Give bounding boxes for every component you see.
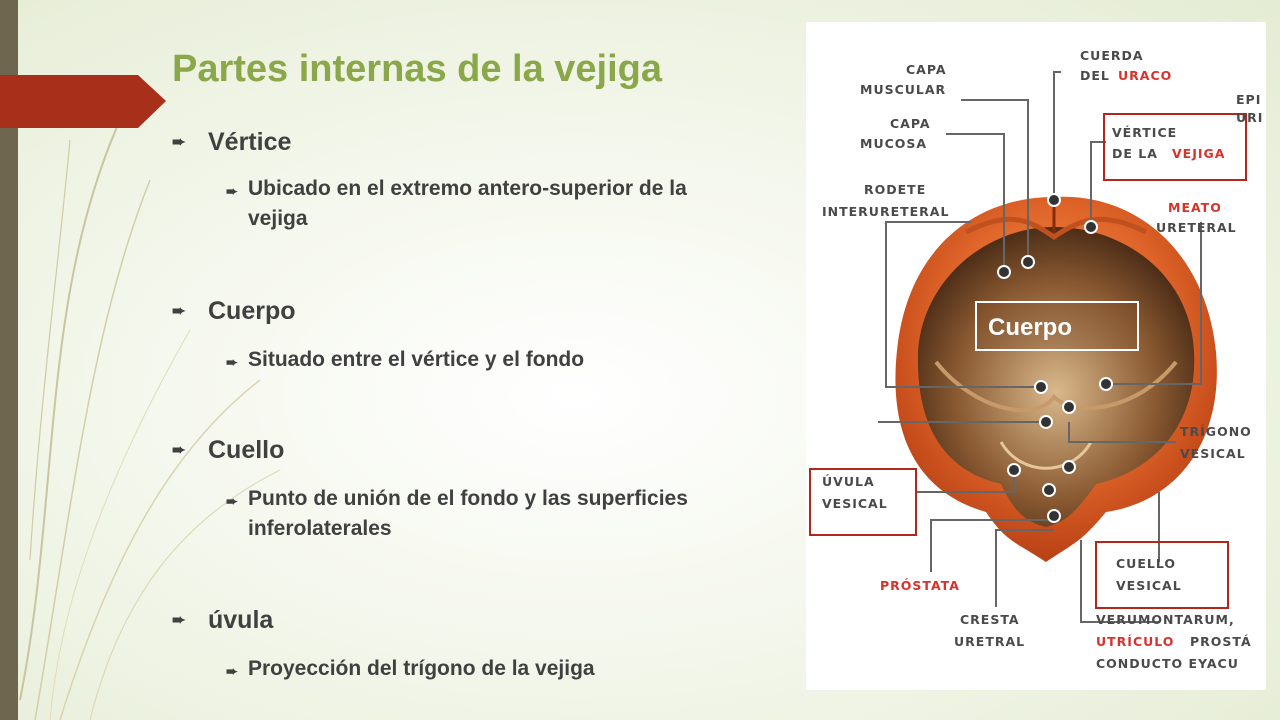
label-del: DEL xyxy=(1080,68,1110,83)
bullet-icon: ➨ xyxy=(226,354,238,370)
bullet-icon: ➨ xyxy=(226,493,238,509)
label-utriculo: UTRÍCULO xyxy=(1096,634,1174,649)
cuerpo-label: Cuerpo xyxy=(988,314,1072,341)
bullet-detail: Situado entre el vértice y el fondo xyxy=(248,348,585,371)
label-prosta: PROSTÁ xyxy=(1190,634,1252,649)
bullet-heading: Cuerpo xyxy=(208,297,296,325)
label-mucosa: MUCOSA xyxy=(860,136,927,151)
label-interureteral: INTERURETERAL xyxy=(822,204,949,219)
label-verumontarum: VERUMONTARUM, xyxy=(1096,612,1235,627)
vertice-label-box xyxy=(1103,113,1247,181)
label-uretral: URETRAL xyxy=(954,634,1025,649)
bullet-uvula: ➨ úvula xyxy=(172,606,273,635)
label-vejiga: VEJIGA xyxy=(1172,146,1225,161)
label-cresta: CRESTA xyxy=(960,612,1020,627)
cuerpo-label-box xyxy=(975,301,1139,351)
label-vesical: VESICAL xyxy=(1116,578,1182,593)
bullet-icon: ➨ xyxy=(226,663,238,679)
label-cuello: CUELLO xyxy=(1116,556,1176,571)
title-accent-arrow xyxy=(0,75,166,128)
label-capa: CAPA xyxy=(906,62,947,77)
figure-labels: CAPA MUSCULAR CAPA MUCOSA RODETE INTERUR… xyxy=(822,48,1263,671)
bullet-icon: ➨ xyxy=(226,183,238,199)
left-decorative-bar xyxy=(0,0,18,720)
sub-bullet-vertice: ➨ Ubicado en el extremo antero-superior d… xyxy=(226,174,726,234)
bullet-detail: Punto de unión de el fondo y las superfi… xyxy=(248,487,688,540)
bullet-icon: ➨ xyxy=(172,134,186,151)
label-vertice: VÉRTICE xyxy=(1112,125,1177,140)
label-ureteral: URETERAL xyxy=(1156,220,1237,235)
uvula-label-box xyxy=(809,468,917,536)
label-conducto: CONDUCTO EYACU xyxy=(1096,656,1239,671)
bullet-icon: ➨ xyxy=(172,612,186,629)
cuello-label-box xyxy=(1095,541,1229,609)
label-vesical: VESICAL xyxy=(1180,446,1246,461)
label-uvula: ÚVULA xyxy=(822,474,875,489)
bullet-cuerpo: ➨ Cuerpo xyxy=(172,297,296,326)
label-de-la: DE LA xyxy=(1112,146,1158,161)
bullet-heading: úvula xyxy=(208,606,274,634)
label-prostata: PRÓSTATA xyxy=(880,578,960,593)
label-meato: MEATO xyxy=(1168,200,1222,215)
sub-bullet-cuello: ➨ Punto de unión de el fondo y las superf… xyxy=(226,484,726,544)
label-uri: URI xyxy=(1236,110,1263,125)
bullet-cuello: ➨ Cuello xyxy=(172,436,284,465)
bladder-illustration xyxy=(895,196,1217,563)
label-rodete: RODETE xyxy=(864,182,926,197)
bullet-detail: Ubicado en el extremo antero-superior de… xyxy=(248,177,687,230)
marker-dots xyxy=(997,193,1113,523)
label-cuerda: CUERDA xyxy=(1080,48,1144,63)
sub-bullet-uvula: ➨ Proyección del trígono de la vejiga xyxy=(226,654,726,684)
label-vesical: VESICAL xyxy=(822,496,888,511)
slide-title: Partes internas de la vejiga xyxy=(172,48,663,90)
label-epi: EPI xyxy=(1236,92,1261,107)
label-trigono: TRÍGONO xyxy=(1180,424,1252,439)
bullet-heading: Cuello xyxy=(208,436,285,464)
bladder-anatomy-figure: Cuerpo CAPA MUSCULAR CAPA MUCOSA RODETE … xyxy=(806,22,1266,690)
decorative-strands xyxy=(19,119,281,720)
bullet-heading: Vértice xyxy=(208,128,292,156)
bullet-detail: Proyección del trígono de la vejiga xyxy=(248,657,595,680)
bullet-vertice: ➨ Vértice xyxy=(172,128,291,157)
sub-bullet-cuerpo: ➨ Situado entre el vértice y el fondo xyxy=(226,345,726,375)
label-uraco: URACO xyxy=(1118,68,1172,83)
bullet-icon: ➨ xyxy=(172,442,186,459)
leader-lines xyxy=(878,71,1202,623)
bullet-icon: ➨ xyxy=(172,303,186,320)
label-capa: CAPA xyxy=(890,116,931,131)
label-muscular: MUSCULAR xyxy=(860,82,946,97)
